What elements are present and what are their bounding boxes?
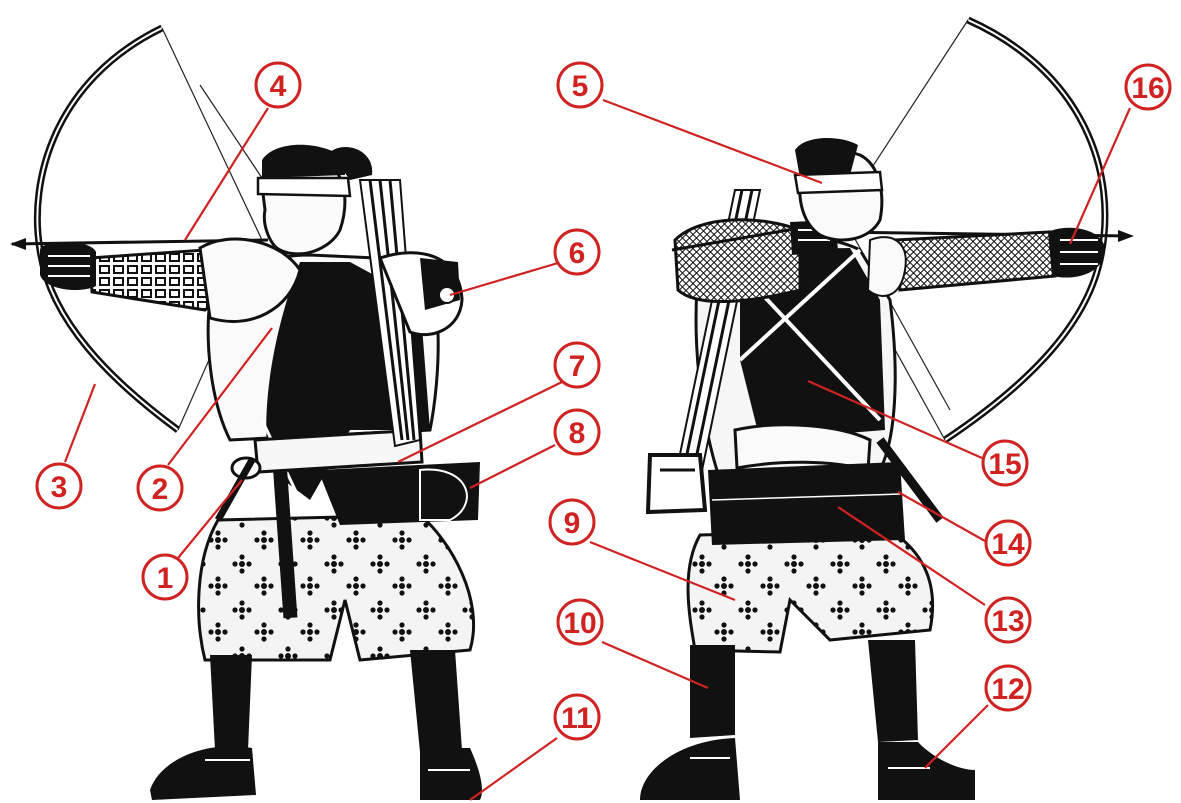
callout-11: 11 (555, 695, 599, 739)
svg-text:11: 11 (561, 702, 593, 735)
svg-text:9: 9 (564, 507, 581, 540)
right-hakama (688, 530, 933, 652)
callout-2: 2 (138, 466, 182, 510)
svg-text:10: 10 (563, 607, 596, 640)
svg-text:2: 2 (152, 473, 169, 506)
svg-text:15: 15 (988, 448, 1021, 481)
callout-16: 16 (1126, 65, 1170, 109)
callout-8: 8 (555, 410, 599, 454)
svg-text:7: 7 (569, 350, 586, 383)
leader-5 (603, 100, 822, 183)
right-armored-sleeve (895, 232, 1055, 290)
leader-4 (185, 108, 268, 240)
svg-text:8: 8 (569, 417, 586, 450)
callout-5: 5 (558, 63, 602, 107)
leader-8 (470, 445, 555, 488)
leader-3 (65, 384, 95, 462)
leader-11 (470, 738, 557, 800)
callout-12: 12 (986, 666, 1030, 710)
svg-text:3: 3 (51, 471, 68, 504)
left-hakama (199, 515, 474, 660)
callout-14: 14 (986, 521, 1030, 565)
callout-13: 13 (986, 598, 1030, 642)
callout-15: 15 (983, 441, 1027, 485)
svg-text:13: 13 (991, 605, 1024, 638)
svg-text:14: 14 (991, 528, 1025, 561)
callout-1: 1 (143, 555, 187, 599)
leader-14 (898, 492, 985, 541)
left-armored-sleeve (90, 250, 216, 310)
callout-4: 4 (256, 63, 300, 107)
svg-text:16: 16 (1131, 72, 1164, 105)
leader-6 (450, 263, 558, 295)
svg-text:4: 4 (270, 70, 287, 103)
svg-text:6: 6 (569, 237, 586, 270)
callout-10: 10 (558, 600, 602, 644)
svg-text:1: 1 (157, 562, 174, 595)
callout-9: 9 (550, 500, 594, 544)
leader-12 (925, 705, 988, 768)
svg-text:5: 5 (572, 70, 589, 103)
callout-7: 7 (555, 343, 599, 387)
callout-6: 6 (555, 230, 599, 274)
leader-16 (1070, 108, 1130, 244)
svg-text:12: 12 (991, 673, 1024, 706)
right-archer (640, 20, 1134, 800)
callout-3: 3 (37, 464, 81, 508)
